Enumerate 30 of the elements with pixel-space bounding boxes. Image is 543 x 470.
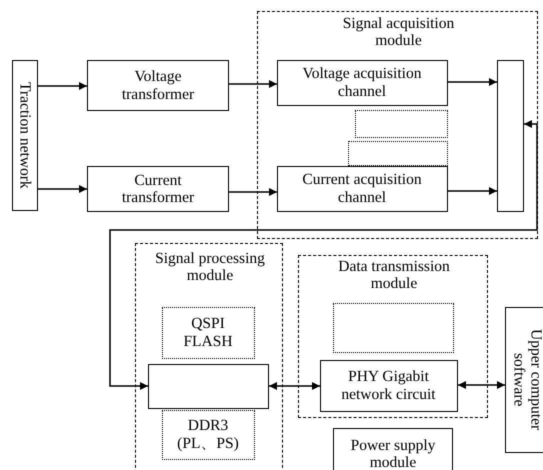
arrow xyxy=(448,78,497,86)
arrow xyxy=(269,382,320,390)
arrow xyxy=(109,120,538,390)
module-frame xyxy=(135,243,283,470)
process-box: Voltage acquisition channel xyxy=(276,60,448,106)
process-box: Traction network xyxy=(12,60,38,211)
chip-box xyxy=(354,110,448,138)
arrow xyxy=(229,80,277,88)
chip-box xyxy=(148,364,268,408)
chip-box xyxy=(496,60,524,212)
chip-box xyxy=(348,140,448,166)
module-frame xyxy=(298,255,488,418)
module-frame xyxy=(257,11,538,239)
chip-box xyxy=(332,302,454,352)
process-box: Current acquisition channel xyxy=(276,166,448,212)
component-box: QSPI FLASH xyxy=(162,306,254,358)
process-box: Upper computer software xyxy=(505,307,543,453)
arrow xyxy=(448,187,497,195)
process-box: PHY Gigabit network circuit xyxy=(320,360,458,412)
arrow xyxy=(458,381,505,389)
arrow xyxy=(229,188,277,196)
module-heading: Data transmission module xyxy=(337,258,451,292)
module-heading: Signal acquisition module xyxy=(342,15,456,50)
process-box: Current transformer xyxy=(87,166,229,212)
process-box: Voltage transformer xyxy=(87,60,229,111)
component-box: DDR3 (PL、PS) xyxy=(162,410,254,460)
module-heading: Signal processing module xyxy=(154,250,266,284)
arrow xyxy=(38,185,87,193)
arrow xyxy=(38,82,87,90)
process-box: Power supply module xyxy=(333,428,453,470)
